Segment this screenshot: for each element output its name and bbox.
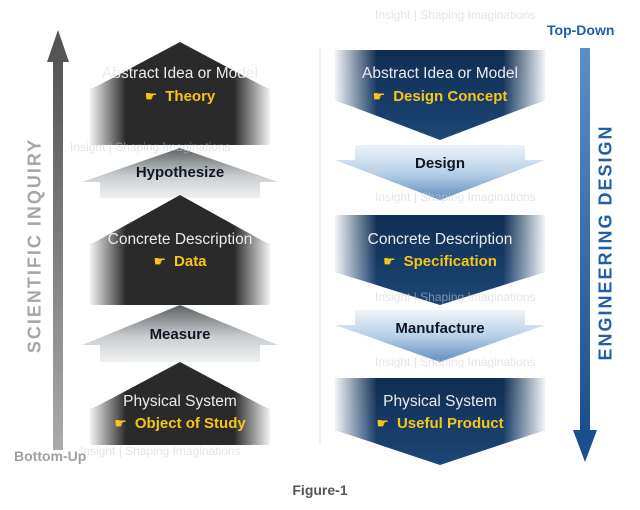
right-bottom-subtitle-text: Useful Product [396,415,504,432]
left-top-subtitle: ☛ Theory [90,88,270,105]
pointing-hand-icon: ☛ [383,253,396,269]
left-step-upper-label: Hypothesize [135,164,225,181]
right-middle-subtitle-text: Specification [403,253,497,270]
left-bottom-subtitle-text: Object of Study [134,415,246,432]
watermark: Insight | Shaping Imaginations [375,8,536,22]
right-middle-subtitle: ☛ Specification [335,253,545,270]
right-axis-arrow [573,48,597,462]
left-step-upper [82,148,278,198]
left-block-bottom [90,362,270,445]
watermark: Insight | Shaping Imaginations [375,290,536,304]
left-top-title: Abstract Idea or Model [102,65,258,82]
pointing-hand-icon: ☛ [114,415,127,431]
watermark: Insight | Shaping Imaginations [70,140,231,154]
left-middle-subtitle-text: Data [174,253,207,270]
left-axis-arrow [47,30,69,450]
right-step-lower [335,310,545,362]
top-down-label: Top-Down [547,22,615,38]
watermark: Insight | Shaping Imaginations [80,444,241,458]
right-step-upper-label: Design [414,155,465,172]
left-block-top [90,42,270,145]
watermark: Insight | Shaping Imaginations [375,190,536,204]
left-bottom-subtitle: ☛ Object of Study [90,415,270,432]
right-top-subtitle: ☛ Design Concept [335,88,545,105]
pointing-hand-icon: ☛ [376,415,389,431]
left-axis-label: SCIENTIFIC INQUIRY [24,137,45,354]
right-bottom-title: Physical System [383,393,497,410]
right-axis-label: ENGINEERING DESIGN [595,124,616,361]
watermark: Insight | Shaping Imaginations [375,355,536,369]
pointing-hand-icon: ☛ [144,88,158,104]
right-block-top [335,50,545,140]
pointing-hand-icon: ☛ [153,253,167,269]
right-block-middle [335,215,545,305]
left-block-middle [90,195,270,305]
right-step-upper [335,145,545,200]
right-bottom-subtitle: ☛ Useful Product [335,415,545,432]
right-block-bottom [335,378,545,465]
left-step-lower [82,305,278,362]
left-middle-title: Concrete Description [107,231,253,248]
bottom-up-label: Bottom-Up [14,448,87,464]
right-middle-title: Concrete Description [367,231,513,248]
left-bottom-title: Physical System [123,393,237,410]
right-step-lower-label: Manufacture [395,320,485,337]
left-step-lower-label: Measure [149,326,211,343]
right-top-title: Abstract Idea or Model [362,65,518,82]
right-top-subtitle-text: Design Concept [393,88,508,105]
pointing-hand-icon: ☛ [372,88,386,104]
left-top-subtitle-text: Theory [165,88,216,105]
figure-caption: Figure-1 [292,482,348,498]
left-middle-subtitle: ☛ Data [90,253,270,270]
